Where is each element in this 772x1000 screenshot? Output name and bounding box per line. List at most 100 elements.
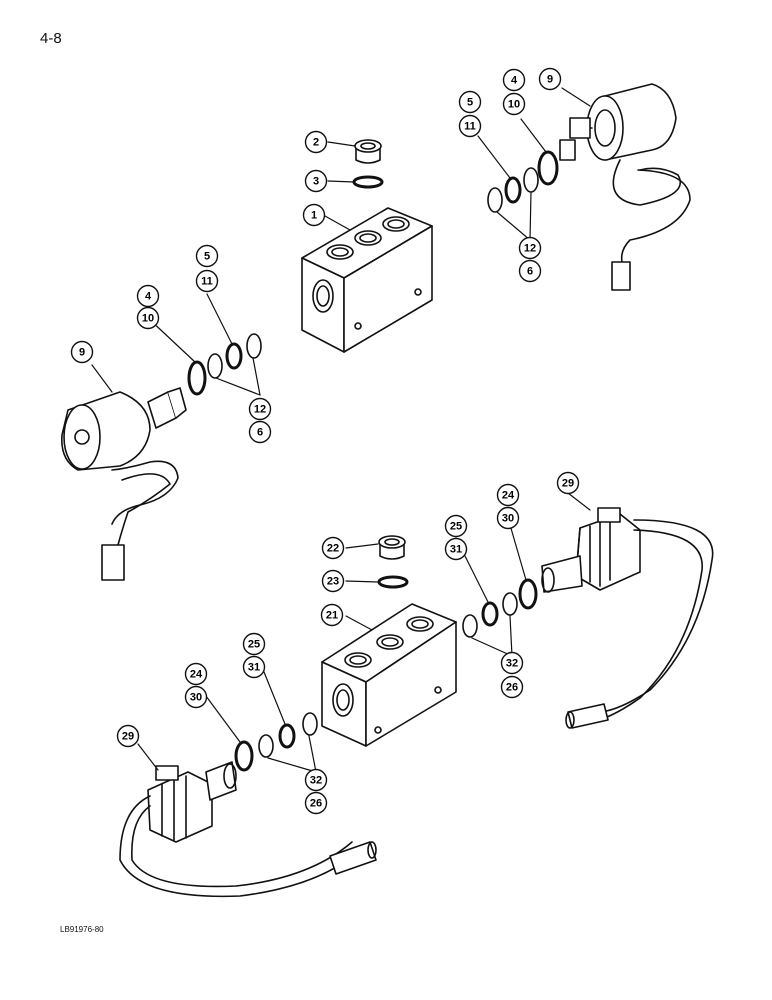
callout-label: 1 <box>311 210 317 222</box>
callout-label: 21 <box>326 610 338 622</box>
callout-label: 25 <box>450 521 462 533</box>
callout-label: 22 <box>327 543 339 555</box>
callout-label: 32 <box>310 775 322 787</box>
callout-circle <box>500 651 524 675</box>
callout-label: 12 <box>524 243 536 255</box>
callout-label: 9 <box>79 347 85 359</box>
callout-circle <box>444 514 468 538</box>
o-ring-30-lower-left <box>234 740 254 772</box>
o-ring-lower <box>377 575 409 589</box>
solenoid-upper-right <box>559 83 691 291</box>
callout-circle <box>248 397 272 421</box>
callout-29b: 29 <box>116 724 140 748</box>
callout-circle <box>136 306 160 330</box>
callout-circle <box>242 655 266 679</box>
seal-32-lower-left-b <box>302 712 318 736</box>
callout-label: 26 <box>506 682 518 694</box>
callout-4a: 4 <box>502 68 526 92</box>
seal-12-left-a <box>207 353 223 379</box>
seal-32-lower-right-a <box>502 592 518 616</box>
callout-circle <box>458 114 482 138</box>
callout-circle <box>496 506 520 530</box>
callout-32b: 32 <box>304 768 328 792</box>
callout-bubbles: 2314105119126511410912622232125312430293… <box>70 67 580 815</box>
callout-label: 30 <box>190 692 202 704</box>
callout-label: 11 <box>464 121 476 133</box>
callout-label: 6 <box>257 427 263 439</box>
callout-32a: 32 <box>500 651 524 675</box>
callout-31b: 31 <box>242 655 266 679</box>
callout-label: 31 <box>450 544 462 556</box>
callout-circle <box>321 569 345 593</box>
callout-circle <box>304 768 328 792</box>
seal-31-lower-left <box>278 723 296 749</box>
callout-26b: 26 <box>304 791 328 815</box>
callout-label: 9 <box>547 74 553 86</box>
valve-block-lower <box>321 603 457 747</box>
callout-circle <box>304 130 328 154</box>
callout-circle <box>538 67 562 91</box>
callout-label: 12 <box>254 404 266 416</box>
plug-upper <box>354 139 382 164</box>
callout-label: 10 <box>508 99 520 111</box>
o-ring-30-lower-right <box>518 578 538 610</box>
callout-circle <box>302 203 326 227</box>
seal-12-left-b <box>246 333 262 359</box>
callout-label: 32 <box>506 658 518 670</box>
callout-circle <box>70 340 94 364</box>
callout-label: 6 <box>527 266 533 278</box>
page-number: 4-8 <box>40 30 62 47</box>
callout-10a: 10 <box>502 92 526 116</box>
solenoid-lower-right <box>541 507 714 729</box>
solenoid-lower-left <box>119 761 377 898</box>
callout-circle <box>116 724 140 748</box>
callout-24b: 24 <box>184 662 208 686</box>
callout-11b: 11 <box>195 269 219 293</box>
callout-label: 2 <box>313 137 319 149</box>
solenoid-left <box>61 387 187 581</box>
callout-circle <box>502 92 526 116</box>
callout-23: 23 <box>321 569 345 593</box>
callout-3: 3 <box>304 169 328 193</box>
callout-label: 5 <box>467 97 473 109</box>
callout-label: 4 <box>511 75 518 87</box>
callout-22: 22 <box>321 536 345 560</box>
callout-label: 23 <box>327 576 339 588</box>
seal-11-left <box>225 342 243 370</box>
callout-circle <box>248 420 272 444</box>
callout-12b: 12 <box>248 397 272 421</box>
callout-circle <box>502 68 526 92</box>
callout-label: 5 <box>204 251 210 263</box>
callout-29a: 29 <box>556 471 580 495</box>
callout-label: 26 <box>310 798 322 810</box>
callout-9a: 9 <box>538 67 562 91</box>
callout-circle <box>496 483 520 507</box>
callout-30a: 30 <box>496 506 520 530</box>
callout-1: 1 <box>302 203 326 227</box>
seal-12-upper-a <box>523 167 539 193</box>
callout-circle <box>242 632 266 656</box>
callout-circle <box>518 259 542 283</box>
callout-label: 11 <box>201 276 213 288</box>
callout-4b: 4 <box>136 284 160 308</box>
seal-32-lower-right-b <box>462 614 478 638</box>
callout-circle <box>136 284 160 308</box>
callout-12a: 12 <box>518 236 542 260</box>
callout-circle <box>184 685 208 709</box>
callout-6a: 6 <box>518 259 542 283</box>
o-ring-upper <box>352 175 384 189</box>
callout-30b: 30 <box>184 685 208 709</box>
callout-circle <box>304 791 328 815</box>
callout-31a: 31 <box>444 537 468 561</box>
callout-11a: 11 <box>458 114 482 138</box>
callout-label: 3 <box>313 176 319 188</box>
seal-12-upper-b <box>487 187 503 213</box>
plug-lower <box>378 535 406 560</box>
callout-circle <box>518 236 542 260</box>
callout-6b: 6 <box>248 420 272 444</box>
callout-circle <box>320 603 344 627</box>
callout-label: 31 <box>248 662 260 674</box>
callout-label: 25 <box>248 639 260 651</box>
callout-9b: 9 <box>70 340 94 364</box>
